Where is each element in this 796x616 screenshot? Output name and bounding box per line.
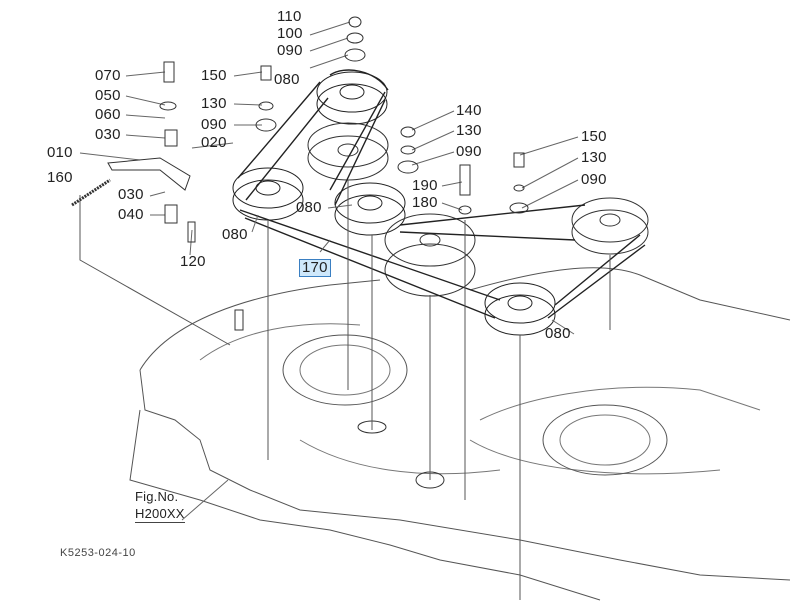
part-label-150[interactable]: 150 [201,67,227,84]
part-label-170-highlighted[interactable]: 170 [299,259,331,277]
part-label-190[interactable]: 190 [412,177,438,194]
part-label-090[interactable]: 090 [456,143,482,160]
part-label-160[interactable]: 160 [47,169,73,186]
part-label-030[interactable]: 030 [118,186,144,203]
part-label-130[interactable]: 130 [201,95,227,112]
part-label-020[interactable]: 020 [201,134,227,151]
deck-outline [129,267,791,601]
drawing-code: K5253-024-10 [60,547,136,559]
pulley-left [232,167,304,221]
part-label-180[interactable]: 180 [412,194,438,211]
part-label-060[interactable]: 060 [95,106,121,123]
spindle-housing-left [282,334,408,406]
part-label-070[interactable]: 070 [95,67,121,84]
figure-number: H200XX [135,506,185,523]
part-label-040[interactable]: 040 [118,206,144,223]
figure-reference: Fig.No. H200XX [135,488,185,523]
part-label-050[interactable]: 050 [95,87,121,104]
part-label-130[interactable]: 130 [456,122,482,139]
pulley-top [316,71,388,125]
part-label-080[interactable]: 080 [222,226,248,243]
figure-label: Fig.No. [135,489,179,504]
part-label-080[interactable]: 080 [274,71,300,88]
spindle-housing-right [542,404,668,476]
part-label-140[interactable]: 140 [456,102,482,119]
part-label-130[interactable]: 130 [581,149,607,166]
part-label-090[interactable]: 090 [277,42,303,59]
part-label-010[interactable]: 010 [47,144,73,161]
deck-inner [199,323,761,475]
part-label-110[interactable]: 110 [277,8,302,25]
part-label-100[interactable]: 100 [277,25,303,42]
part-label-150[interactable]: 150 [581,128,607,145]
pulley-idler-mid [307,122,389,181]
part-label-080[interactable]: 080 [296,199,322,216]
part-label-080[interactable]: 080 [545,325,571,342]
small-parts [71,16,529,331]
v-belt [237,69,646,319]
pulley-center [334,182,406,236]
pulley-far-right [571,197,649,255]
part-label-090[interactable]: 090 [201,116,227,133]
part-label-090[interactable]: 090 [581,171,607,188]
part-label-030[interactable]: 030 [95,126,121,143]
part-label-120[interactable]: 120 [180,253,206,270]
